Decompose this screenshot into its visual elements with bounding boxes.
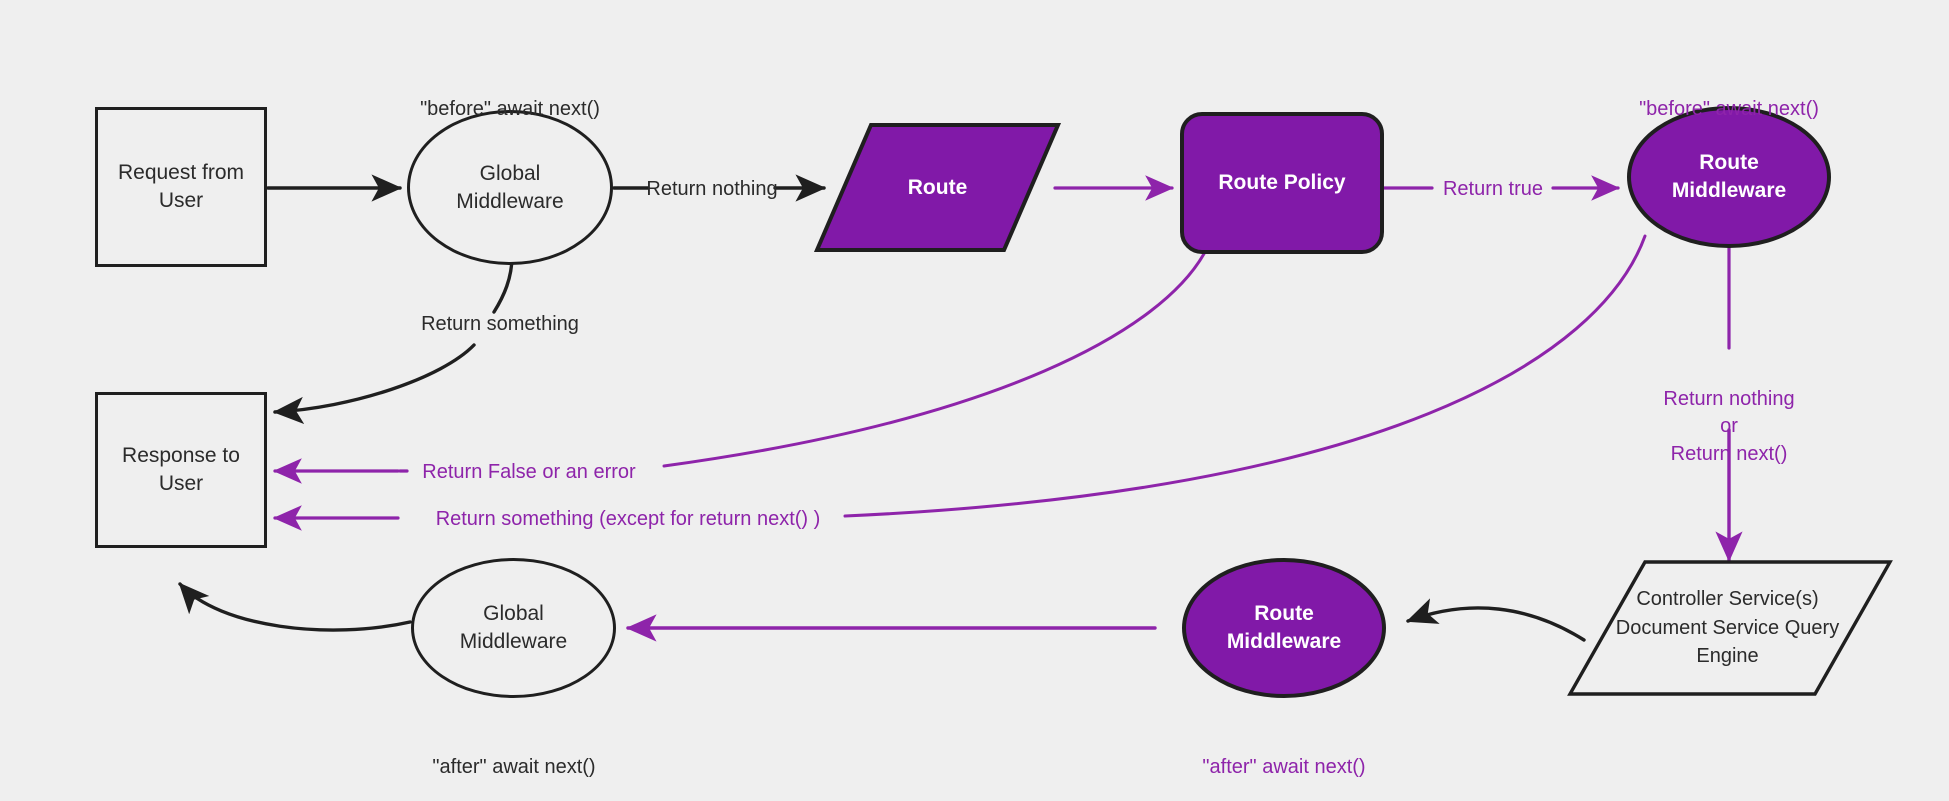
request-from-user-box[interactable]: Request from User [95, 107, 267, 267]
route-policy-box[interactable]: Route Policy [1180, 112, 1384, 254]
caption-after-await-next-global: "after" await next() [314, 726, 714, 781]
edge-gmw-bottom-to-response [178, 582, 412, 632]
caption-before-await-next-global: "before" await next() [310, 68, 710, 123]
edge-label-return-something: Return something [421, 313, 579, 335]
route-middleware-top-label: Route Middleware [1671, 151, 1787, 202]
caption-before-await-next-route: "before" await next() [1529, 68, 1929, 123]
caption-return-nothing-or-next-text: Return nothing or Return next() [1663, 387, 1795, 465]
controller-shape[interactable] [1567, 560, 1893, 696]
route-shape[interactable] [813, 123, 1062, 252]
route-middleware-bottom-label: Route Middleware [1226, 602, 1342, 653]
edge-global-return-something-lower [272, 343, 476, 425]
caption-after-await-next-route: "after" await next() [1084, 726, 1484, 781]
edge-label-return-nothing: Return nothing [646, 178, 777, 200]
edge-policy-return-false-curve [662, 250, 1207, 468]
global-middleware-top-label: Global Middleware [456, 161, 564, 213]
global-middleware-bottom[interactable]: Global Middleware [411, 558, 616, 698]
global-middleware-top[interactable]: Global Middleware [407, 110, 613, 265]
route-middleware-bottom[interactable]: Route Middleware [1182, 558, 1386, 698]
edge-label-return-true: Return true [1443, 178, 1543, 200]
edge-controller-to-rmw-bottom [1406, 598, 1586, 642]
caption-return-nothing-or-next: Return nothing or Return next() [1582, 358, 1876, 468]
response-to-user-label: Response to User [122, 444, 240, 495]
route-policy-label: Route Policy [1218, 171, 1346, 195]
edge-label-return-false: Return False or an error [422, 461, 636, 483]
caption-before-global-text: "before" await next() [420, 97, 600, 120]
caption-after-route-text: "after" await next() [1202, 755, 1366, 778]
response-to-user-box[interactable]: Response to User [95, 392, 267, 548]
route-middleware-top[interactable]: Route Middleware [1627, 106, 1831, 248]
global-middleware-bottom-label: Global Middleware [459, 602, 568, 653]
caption-before-route-text: "before" await next() [1639, 97, 1819, 120]
edge-rmw-return-something-curve [843, 234, 1647, 518]
caption-after-global-text: "after" await next() [432, 755, 596, 778]
edge-label-rmw-return-something: Return something (except for return next… [436, 508, 821, 530]
request-from-user-label: Request from User [117, 161, 245, 212]
